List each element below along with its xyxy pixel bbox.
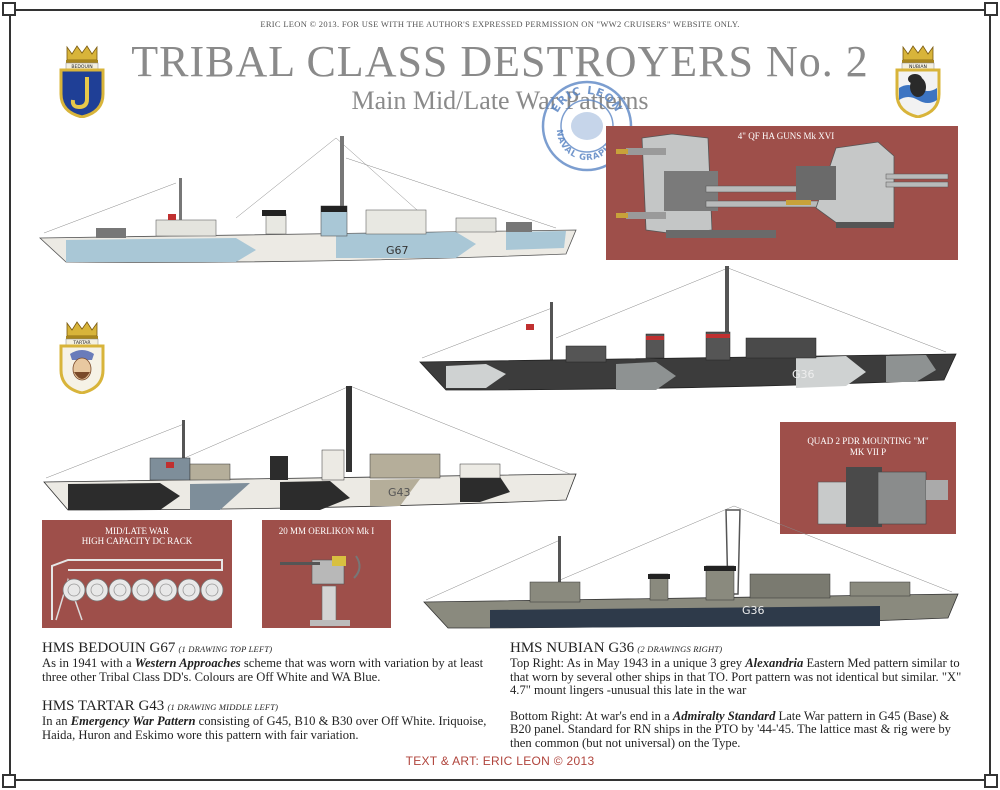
drawing-note: (1 DRAWING MIDDLE LEFT) [167,702,279,712]
bedouin-ship-profile: G67 [38,136,577,263]
text-run: As in 1941 with a [42,656,135,670]
copyright-notice: ERIC LEON © 2013. FOR USE WITH THE AUTHO… [260,19,740,29]
corner-ornament [2,774,16,788]
ship-name: HMS BEDOUIN G67 [42,640,176,656]
page-border [9,9,991,781]
text-run: Late War pattern in G45 (Base) & B20 pan… [510,708,951,750]
svg-text:NUBIAN: NUBIAN [909,64,927,70]
scheme-name: Western Approaches [134,656,241,670]
ship-name: HMS NUBIAN G36 [510,640,635,656]
panel-label-line1: QUAD 2 PDR MOUNTING "M" [807,436,929,446]
drawing-note: (2 DRAWINGS RIGHT) [637,644,723,654]
tartar-ship-profile: G43 [43,385,577,511]
credit-line: TEXT & ART: ERIC LEON © 2013 [405,754,595,768]
dc-rack-drawing [51,559,224,621]
panel-label: 4" QF HA GUNS Mk XVI [737,131,835,141]
text-run: scheme that was worn with variation by a… [42,656,484,684]
panel-label-line2: MK VII P [849,447,887,457]
svg-text:TARTAR: TARTAR [72,340,91,346]
scheme-name: Admiralty Standard [672,708,776,723]
panel-label-line2: HIGH CAPACITY DC RACK [81,536,193,546]
panel-label-line1: MID/LATE WAR [104,526,170,536]
bedouin-description: HMS BEDOUIN G67 (1 DRAWING TOP LEFT) As … [42,640,492,684]
tartar-crest-icon: TARTAR [59,321,105,394]
drawing-note: (1 DRAWING TOP LEFT) [178,644,273,654]
svg-text:BEDOUIN: BEDOUIN [71,64,92,70]
text-run: Bottom Right: At war's end in a [510,708,673,723]
nubian-crest-icon: NUBIAN [895,45,941,118]
dc-rack-panel: MID/LATE WAR HIGH CAPACITY DC RACK [42,520,232,628]
nubian-description: HMS NUBIAN G36 (2 DRAWINGS RIGHT) Top Ri… [510,640,962,750]
corner-ornament [984,774,998,788]
corner-ornament [2,2,16,16]
hull-number: G36 [742,604,765,617]
svg-text:ERIC LEON: ERIC LEON [549,84,625,115]
hull-number: G36 [792,368,815,381]
oerlikon-drawing [280,555,361,627]
nubian-ship-profile-top: G36 [419,266,957,391]
page-subtitle: Main Mid/Late War Patterns [351,86,649,115]
pdr-mount-panel: QUAD 2 PDR MOUNTING "M" MK VII P [780,422,956,534]
text-run: Eastern Med pattern similar to that worn… [510,656,962,697]
nubian-ship-profile-bottom: G36 [423,505,959,629]
text-run: consisting of G45, B10 & B30 over Off Wh… [42,714,487,742]
ship-name: HMS TARTAR G43 [42,698,165,714]
pom-pom-drawing [817,467,948,527]
text-run: Top Right: As in May 1943 in a unique 3 … [510,656,746,670]
page-title: TRIBAL CLASS DESTROYERS No. 2 [131,37,869,86]
scheme-name: Emergency War Pattern [70,714,196,728]
ha-gun-mount-drawing [616,133,949,238]
ha-guns-panel: 4" QF HA GUNS Mk XVI [606,126,958,260]
scheme-name: Alexandria [745,656,804,670]
panel-label: 20 MM OERLIKON Mk I [278,526,375,536]
oerlikon-panel: 20 MM OERLIKON Mk I [262,520,391,628]
text-run: In an [42,714,71,728]
tartar-description: HMS TARTAR G43 (1 DRAWING MIDDLE LEFT) I… [42,698,492,742]
hull-number: G67 [386,244,409,257]
bedouin-crest-icon: BEDOUIN [59,45,105,118]
corner-ornament [984,2,998,16]
hull-number: G43 [388,486,411,499]
